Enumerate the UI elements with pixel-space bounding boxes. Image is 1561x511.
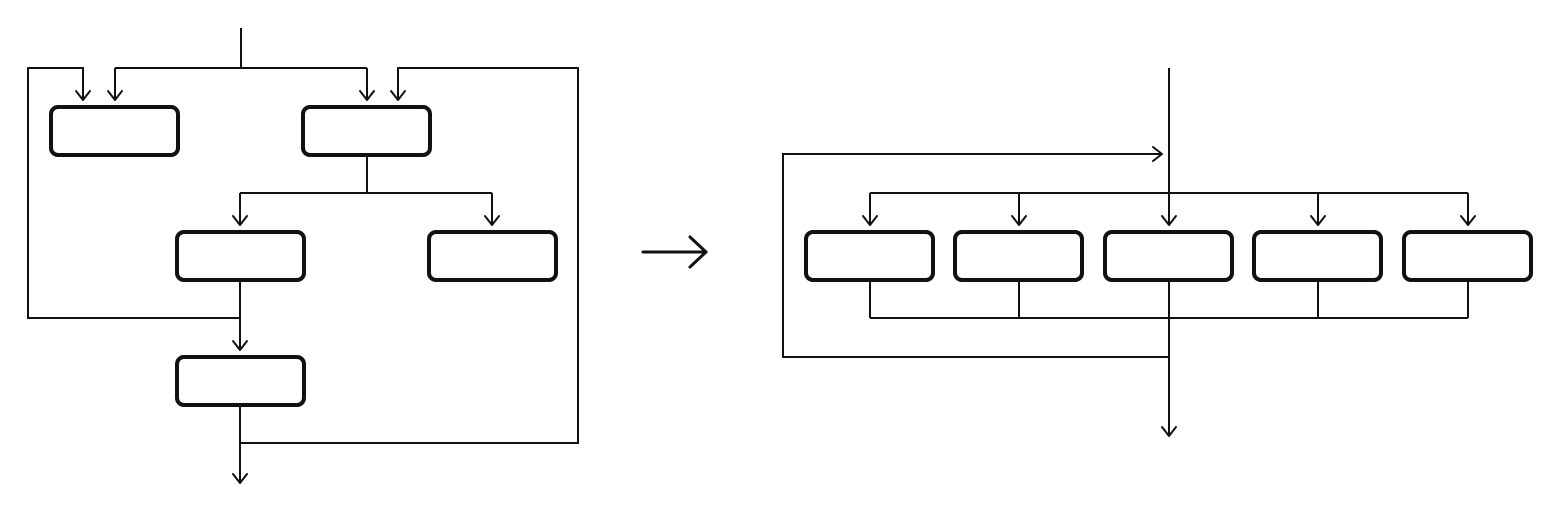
right-arrowhead-feedback [1152, 146, 1163, 162]
right-arrowhead-p1 [862, 215, 878, 226]
left-node-c [175, 230, 306, 282]
left-arrowhead-d [484, 215, 500, 226]
right-arrowhead-p4 [1310, 215, 1326, 226]
right-node-p2 [953, 230, 1084, 282]
right-node-p3 [1103, 230, 1234, 282]
left-arrowhead-input-b [359, 90, 375, 101]
right-node-p5 [1402, 230, 1533, 282]
right-arrow-icon [641, 235, 708, 269]
left-graph [27, 28, 579, 484]
right-arrowhead-p5 [1460, 215, 1476, 226]
left-arrowhead-c [232, 215, 248, 226]
right-node-p4 [1252, 230, 1383, 282]
left-arrowhead-input-a [107, 90, 123, 101]
left-arrowhead-feedback-b [390, 90, 406, 101]
left-feedback-c-to-a [27, 67, 240, 319]
left-node-a [49, 105, 180, 157]
left-node-d [427, 230, 558, 282]
right-feedback-loop [782, 153, 1169, 358]
left-arrowhead-e [232, 340, 248, 351]
left-node-b [301, 105, 432, 157]
left-arrowhead-feedback-a [75, 90, 91, 101]
right-graph [782, 68, 1533, 437]
right-arrowhead-p2 [1011, 215, 1027, 226]
right-arrowhead-output [1161, 426, 1177, 437]
right-arrowhead-p3 [1161, 215, 1177, 226]
left-node-e [175, 355, 306, 407]
left-feedback-e-to-b [240, 67, 579, 444]
right-node-p1 [804, 230, 935, 282]
left-arrowhead-output [232, 473, 248, 484]
